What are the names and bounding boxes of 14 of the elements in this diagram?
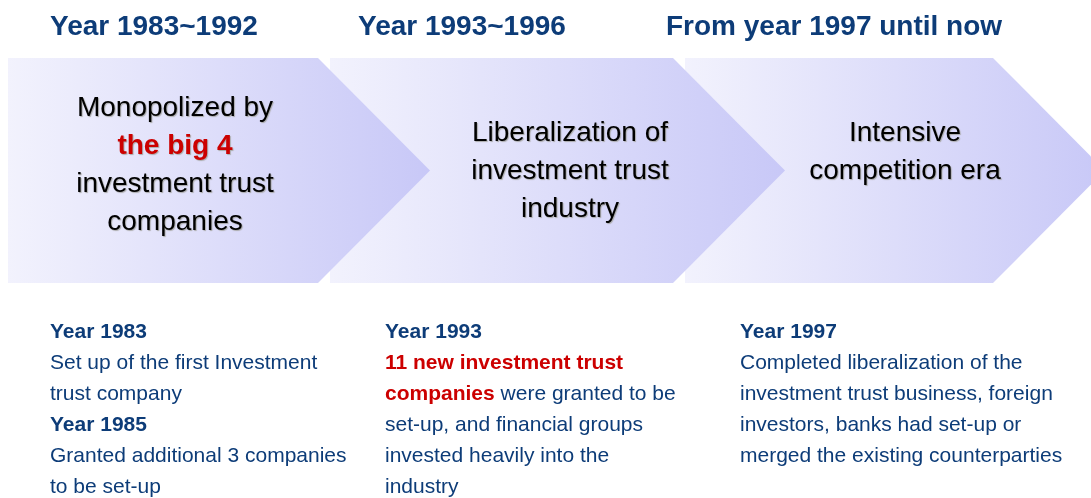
event-description: Granted additional 3 companies to be set-up	[50, 442, 348, 498]
year-heading: Year 1993	[385, 318, 483, 344]
event-description: 11 new investment trust companies were granted to be set-up, and financial groups invested heavily into the industry	[385, 349, 677, 498]
phase-text: Monopolized by the big 4 investment trust companies	[75, 90, 275, 238]
period-heading: Year 1993~1996	[358, 10, 566, 42]
year-heading: Year 1983	[50, 318, 148, 344]
phase-text: Intensive competition era	[808, 115, 1002, 187]
phase-text: Liberalization of investment trust industry	[470, 115, 670, 225]
event-description: Completed liberalization of the investment trust business, foreign investors, banks had set-up or merged the existing counterparties	[740, 349, 1064, 468]
year-heading: Year 1985	[50, 411, 148, 437]
year-heading: Year 1997	[740, 318, 838, 344]
period-heading: From year 1997 until now	[666, 10, 1003, 42]
event-description: Set up of the first Investment trust company	[50, 349, 319, 406]
period-heading: Year 1983~1992	[50, 10, 258, 42]
